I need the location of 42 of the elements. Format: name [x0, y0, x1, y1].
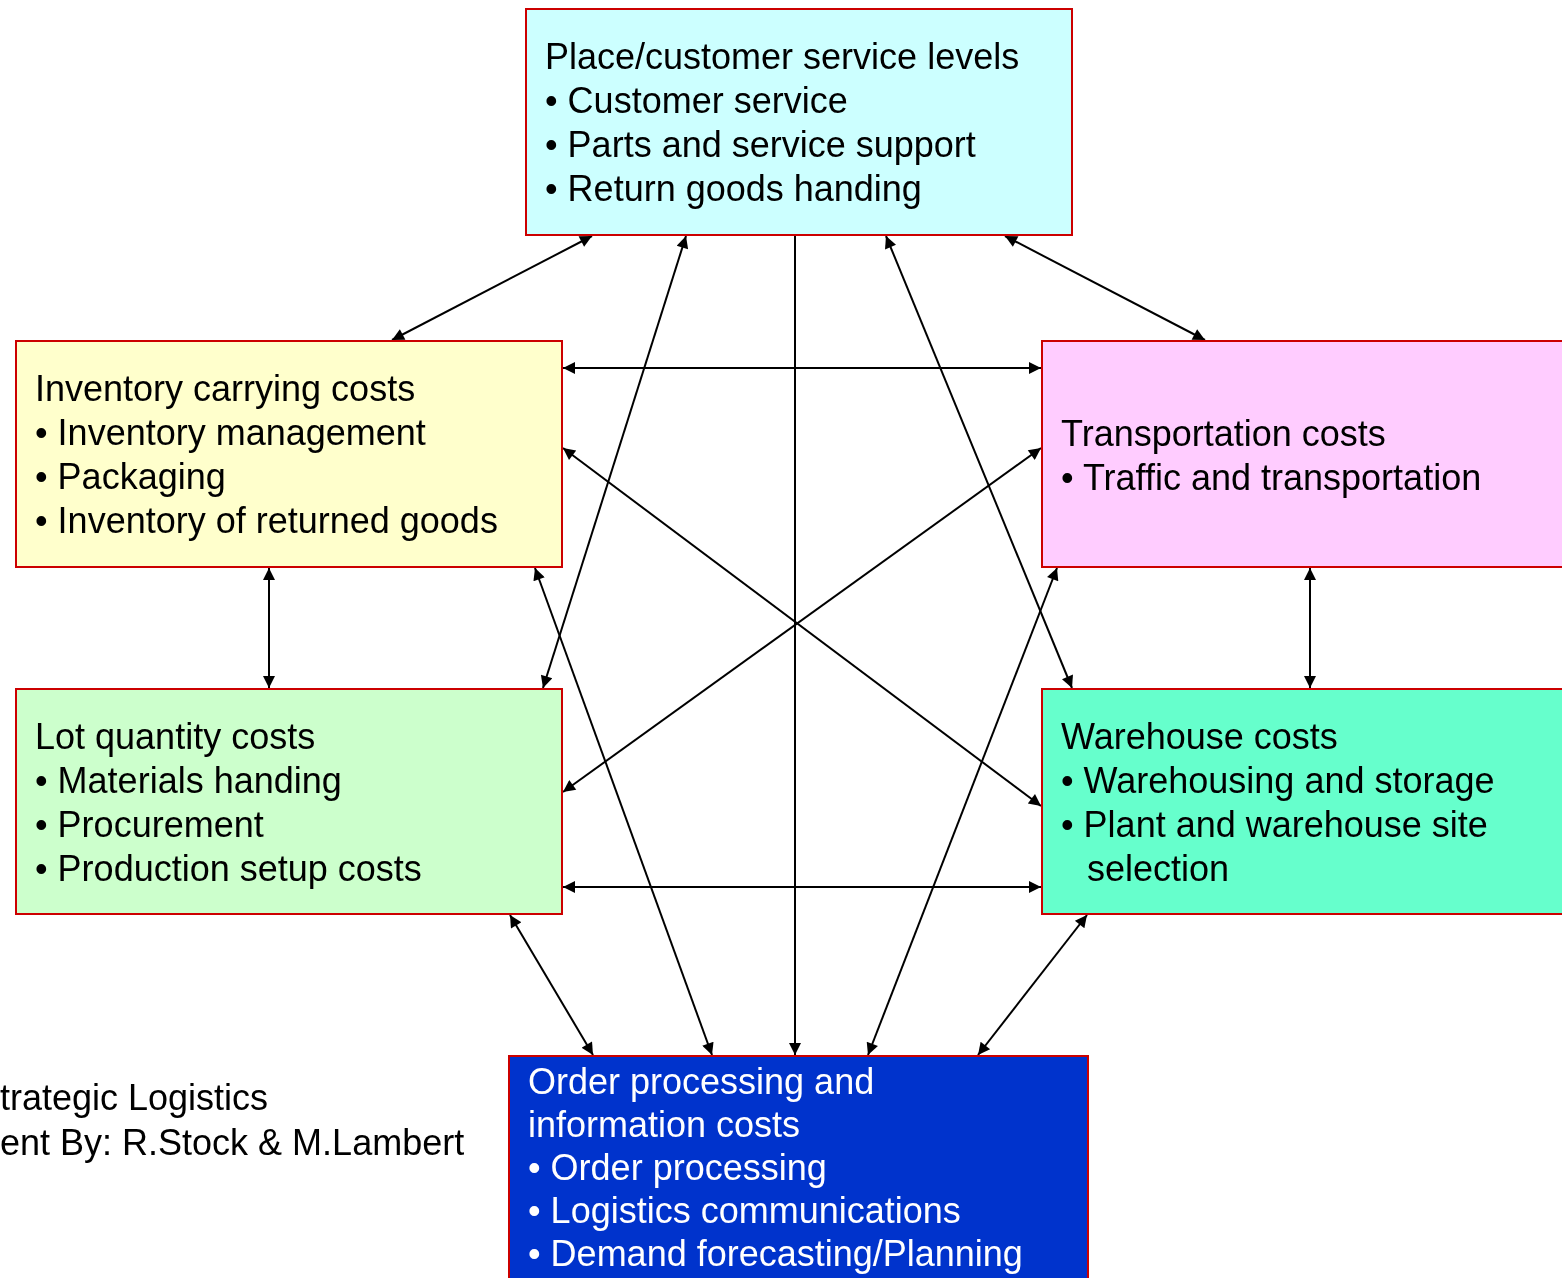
arrow [533, 567, 714, 1056]
arrow [263, 567, 275, 689]
bullet-item: • Return goods handing [545, 167, 923, 211]
cost-box [15, 340, 563, 568]
bullet-item: • Inventory of returned goods [35, 499, 499, 543]
source-note: trategic Logistics [0, 1076, 269, 1120]
cost-box [1041, 340, 1562, 568]
arrow [1004, 235, 1206, 341]
arrow [789, 235, 801, 1056]
arrow [562, 881, 1042, 893]
box-heading: Warehouse costs [1061, 715, 1339, 759]
service-levels-box [525, 8, 1073, 236]
cost-box [15, 688, 563, 915]
bullet-item: • Traffic and transportation [1061, 456, 1483, 500]
bullet-item: • Packaging [35, 455, 227, 499]
box-heading: Inventory carrying costs [35, 367, 417, 411]
arrow [1304, 567, 1316, 689]
bullet-item: • Parts and service support [545, 123, 977, 167]
source-note: ent By: R.Stock & M.Lambert [0, 1121, 465, 1165]
bullet-item: • Customer service [545, 79, 849, 123]
bullet-item: • Warehousing and storage [1061, 759, 1496, 803]
bullet-item: • Inventory management [35, 411, 427, 455]
arrow [540, 235, 689, 689]
box-heading: Order processing and information costs [528, 1060, 876, 1146]
bullet-item: • Procurement [35, 803, 265, 847]
cost-box [508, 1055, 1089, 1278]
cost-box [1041, 688, 1562, 915]
box-heading: Lot quantity costs [35, 715, 317, 759]
arrow [866, 567, 1059, 1056]
box-heading: Transportation costs [1061, 412, 1387, 456]
bullet-item: • Plant and warehouse site selection [1061, 803, 1489, 891]
bullet-item: • Production setup costs [35, 847, 423, 891]
arrow [977, 914, 1088, 1056]
bullet-item: • Materials handing [35, 759, 343, 803]
arrow [562, 362, 1042, 374]
bullet-item: • Logistics communications [528, 1189, 962, 1232]
arrow [885, 235, 1073, 689]
bullet-item: • Demand forecasting/Planning [528, 1232, 1024, 1275]
arrow [509, 914, 594, 1056]
arrow [391, 235, 593, 341]
box-heading: Place/customer service levels [545, 35, 1021, 79]
bullet-item: • Order processing [528, 1146, 828, 1189]
